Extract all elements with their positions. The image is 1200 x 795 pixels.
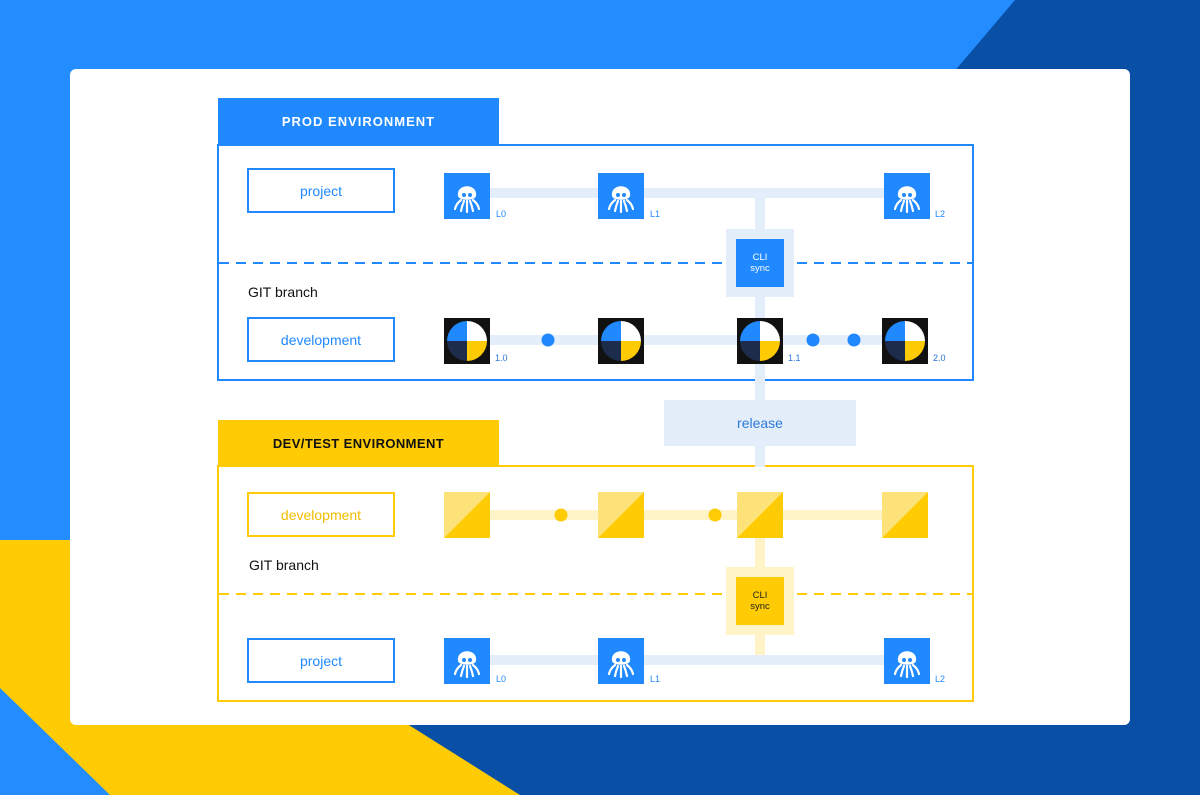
devtest-project-rail bbox=[467, 655, 907, 665]
node-version-label: L0 bbox=[496, 209, 507, 219]
commit-dot bbox=[806, 333, 820, 347]
prod-project-rail bbox=[467, 188, 907, 198]
node-version-label: L1 bbox=[650, 674, 661, 684]
sync-text: sync bbox=[750, 263, 770, 274]
diagonal-split-square-icon bbox=[882, 492, 928, 538]
octopus-icon bbox=[596, 171, 646, 221]
devtest-cli-sync-label: CLI sync bbox=[736, 577, 784, 625]
octopus-icon bbox=[882, 171, 932, 221]
prod-project-label: project bbox=[247, 168, 395, 213]
devtest-project-label: project bbox=[247, 638, 395, 683]
devtest-environment-header: DEV/TEST ENVIRONMENT bbox=[272, 435, 445, 451]
release-label: release bbox=[737, 415, 783, 431]
octopus-icon bbox=[882, 636, 932, 686]
devtest-environment-tab bbox=[218, 420, 499, 466]
octopus-icon bbox=[596, 636, 646, 686]
devtest-cli-sync-box bbox=[736, 577, 784, 625]
node-version-label: L1 bbox=[650, 209, 661, 219]
node-version-label: 2.0 bbox=[933, 353, 946, 363]
prod-cli-sync-box bbox=[736, 239, 784, 287]
prod-environment-tab bbox=[218, 98, 499, 145]
node-version-label: L0 bbox=[496, 674, 507, 684]
node-version-label: L2 bbox=[935, 209, 946, 219]
commit-dot bbox=[541, 333, 555, 347]
devtest-development-label: development bbox=[247, 492, 395, 537]
octopus-icon bbox=[442, 171, 492, 221]
diagonal-split-square-icon bbox=[598, 492, 644, 538]
prod-git-branch-label: GIT branch bbox=[248, 284, 318, 300]
octopus-icon bbox=[442, 636, 492, 686]
diagonal-split-square-icon bbox=[444, 492, 490, 538]
commit-dot bbox=[708, 508, 722, 522]
quadrant-circle-icon bbox=[444, 318, 490, 364]
quadrant-circle-icon bbox=[882, 318, 928, 364]
devtest-environment-frame bbox=[217, 465, 974, 702]
cli-text: CLI bbox=[752, 590, 768, 601]
sync-text: sync bbox=[750, 601, 770, 612]
quadrant-circle-icon bbox=[598, 318, 644, 364]
commit-dot bbox=[554, 508, 568, 522]
node-version-label: 1.0 bbox=[495, 353, 508, 363]
devtest-development-rail bbox=[467, 510, 907, 520]
devtest-git-branch-label: GIT branch bbox=[249, 557, 319, 573]
prod-development-label: development bbox=[247, 317, 395, 362]
prod-development-rail bbox=[467, 335, 907, 345]
prod-cli-sync-label: CLI sync bbox=[736, 239, 784, 287]
diagonal-split-square-icon bbox=[737, 492, 783, 538]
prod-environment-frame bbox=[217, 144, 974, 381]
node-version-label: 1.1 bbox=[788, 353, 801, 363]
node-version-label: L2 bbox=[935, 674, 946, 684]
quadrant-circle-icon bbox=[737, 318, 783, 364]
prod-environment-header: PROD ENVIRONMENT bbox=[281, 114, 436, 129]
cli-text: CLI bbox=[752, 252, 768, 263]
commit-dot bbox=[847, 333, 861, 347]
release-box bbox=[664, 400, 856, 446]
